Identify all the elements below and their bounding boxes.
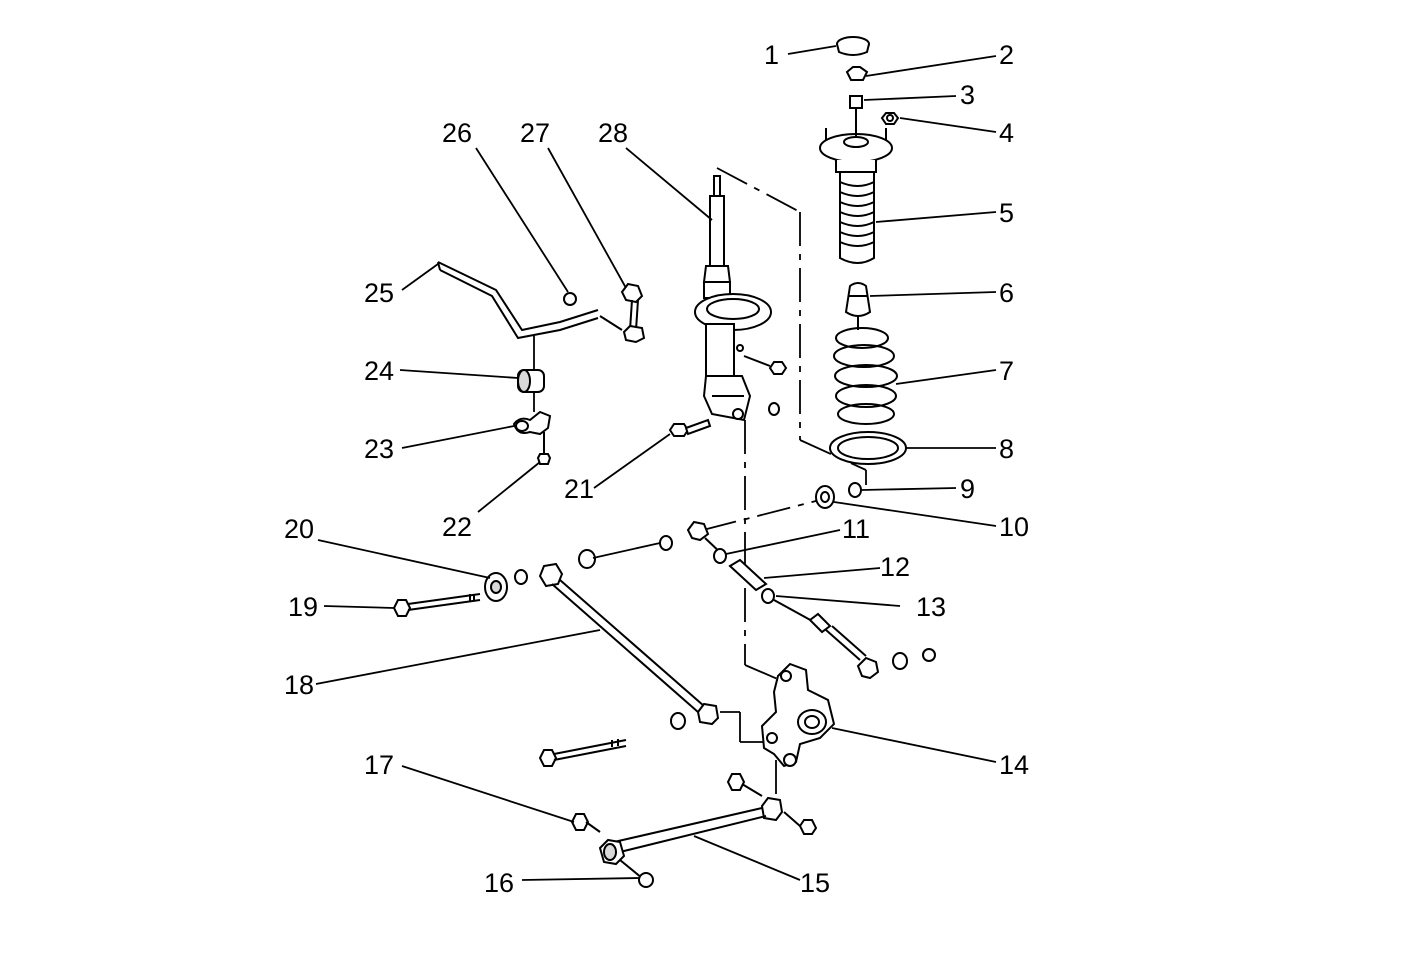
lateral-link-rear-part	[514, 535, 720, 730]
stabilizer-link-part	[599, 282, 646, 344]
spring-parts	[829, 282, 907, 465]
callout-26: 26	[442, 118, 472, 148]
strut-nut-part	[845, 66, 869, 81]
callout-14: 14	[999, 750, 1029, 780]
callout-28: 28	[598, 118, 628, 148]
leader-lines	[315, 45, 997, 881]
trailing-arm-part	[598, 796, 784, 888]
callout-8: 8	[999, 434, 1014, 464]
callout-13: 13	[916, 592, 946, 622]
cam-washer-part	[484, 572, 508, 602]
spring-seat-part	[829, 431, 907, 465]
callout-23: 23	[364, 434, 394, 464]
callout-21: 21	[564, 474, 594, 504]
callout-11: 11	[842, 514, 870, 544]
callout-19: 19	[288, 592, 318, 622]
strut-sleeve-part	[849, 95, 863, 109]
knuckle-bolt-part	[726, 773, 818, 835]
coil-spring-part	[833, 325, 898, 425]
link-bolt-part	[392, 593, 481, 617]
alignment-lines	[533, 167, 867, 800]
callout-17: 17	[364, 750, 394, 780]
callout-20: 20	[284, 514, 314, 544]
callout-27: 27	[520, 118, 550, 148]
callout-10: 10	[999, 512, 1029, 542]
strut-top-parts	[819, 36, 900, 264]
bracket-bolt-part	[536, 432, 552, 465]
callout-12: 12	[880, 552, 910, 582]
callout-18: 18	[284, 670, 314, 700]
strut-nut-part	[743, 355, 788, 375]
stabilizer-bracket-part	[512, 410, 552, 436]
callout-4: 4	[999, 118, 1014, 148]
callout-2: 2	[999, 40, 1014, 70]
strut-assembly-part	[694, 175, 772, 422]
callout-7: 7	[999, 356, 1014, 386]
mount-nut-part	[880, 112, 900, 125]
callout-24: 24	[364, 356, 394, 386]
stabilizer-bar-part	[437, 261, 599, 340]
callout-22: 22	[442, 512, 472, 542]
callout-9: 9	[960, 474, 975, 504]
stabilizer-bushing-part	[517, 369, 545, 393]
callout-6: 6	[999, 278, 1014, 308]
callout-16: 16	[484, 868, 514, 898]
callout-5: 5	[999, 198, 1014, 228]
link-nut-part	[815, 482, 862, 509]
callout-15: 15	[800, 868, 830, 898]
knuckle-part	[760, 662, 836, 768]
trailing-arm-bolt-part	[570, 813, 601, 833]
jounce-bumper-part	[844, 282, 872, 325]
lower-bolt-part	[538, 739, 627, 767]
link-nut-part	[563, 292, 577, 306]
callout-labels: 1 2 3 4 5 6 7 8 9 10 11 12 13 14 15 16 1…	[284, 40, 1029, 898]
strut-mount-and-boot-part	[819, 122, 893, 264]
strut-bolt-part	[668, 402, 780, 437]
lateral-link-front-part	[686, 520, 936, 680]
dust-cap-part	[836, 36, 870, 56]
callout-1: 1	[764, 40, 779, 70]
callout-25: 25	[364, 278, 394, 308]
callout-3: 3	[960, 80, 975, 110]
